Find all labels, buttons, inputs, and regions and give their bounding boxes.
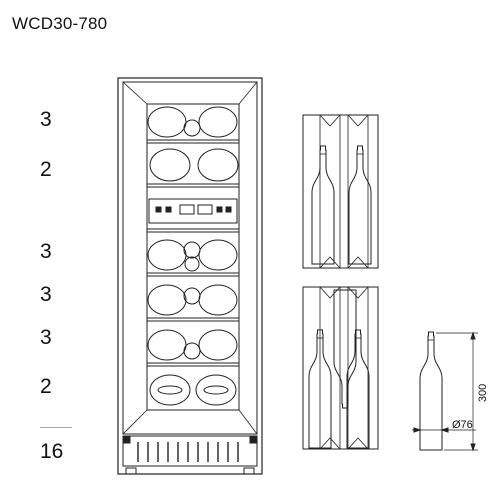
shelf-count-1: 3 <box>40 108 52 131</box>
shelf-count-4: 3 <box>40 283 52 306</box>
height-dimension-label: 300 <box>477 384 489 402</box>
shelf-4 <box>147 284 239 322</box>
side-view-shelf-top <box>302 114 379 269</box>
base-grille <box>122 435 258 475</box>
bottle-dimension-view <box>412 331 478 452</box>
shelf-5 <box>147 329 239 367</box>
total-divider <box>40 427 72 428</box>
shelf-2 <box>147 148 239 188</box>
shelf-3 <box>147 239 239 277</box>
shelf-count-5: 3 <box>40 326 52 349</box>
total-count: 16 <box>40 440 64 463</box>
control-panel <box>147 198 239 233</box>
shelf-count-6: 2 <box>40 375 52 398</box>
shelf-count-2: 2 <box>40 158 52 181</box>
shelf-6 <box>149 374 237 406</box>
model-title: WCD30-780 <box>12 14 108 33</box>
diameter-dimension-label: Ø76 <box>452 419 473 431</box>
side-view-shelf-bottom <box>302 286 379 450</box>
wine-cooler-front <box>117 77 263 475</box>
shelf-count-3: 3 <box>40 240 52 263</box>
shelf-1 <box>147 106 239 144</box>
